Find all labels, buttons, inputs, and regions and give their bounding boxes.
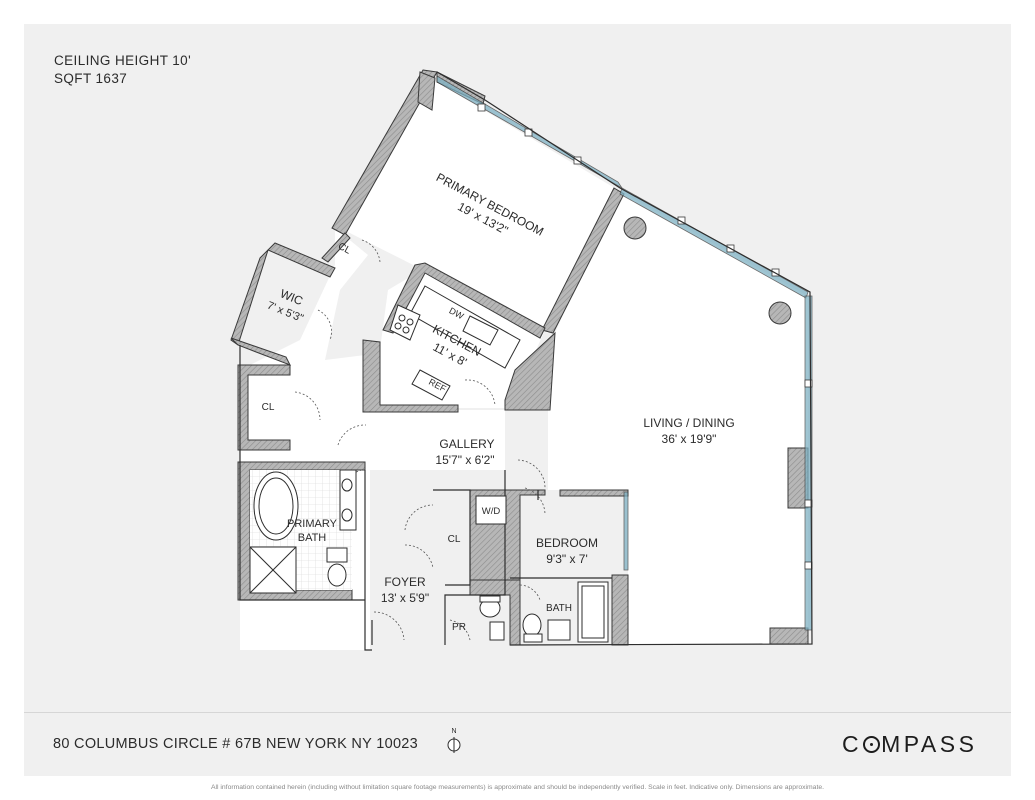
bedroom-label: BEDROOM xyxy=(536,536,598,550)
column-circle xyxy=(623,216,647,240)
square-footage: SQFT 1637 xyxy=(54,71,128,86)
bath-label: BATH xyxy=(546,603,572,614)
primary-bath-label-2: BATH xyxy=(298,532,327,544)
gallery-label: GALLERY xyxy=(439,437,494,451)
brand-logo: C MPASS xyxy=(842,731,977,758)
wd-label: W/D xyxy=(482,506,501,517)
primary-bath-label-1: PRIMARY xyxy=(287,518,338,530)
foyer-dims: 13' x 5'9" xyxy=(381,591,429,605)
north-label: N xyxy=(451,728,456,735)
brand-post: MPASS xyxy=(881,731,978,757)
pr-label: PR xyxy=(452,622,466,633)
ceiling-height: CEILING HEIGHT 10' xyxy=(54,53,192,68)
foyer-label: FOYER xyxy=(384,575,426,589)
bath-fixtures xyxy=(249,469,609,643)
brand-pre: C xyxy=(842,731,863,757)
address: 80 COLUMBUS CIRCLE # 67B NEW YORK NY 100… xyxy=(53,736,419,752)
footer-divider xyxy=(24,712,1011,713)
cl-top-label: CL xyxy=(336,241,353,257)
cl-left-label: CL xyxy=(262,402,275,413)
gallery-dims: 15'7" x 6'2" xyxy=(435,453,494,467)
kitchen-counter xyxy=(389,285,521,401)
north-arrow-icon: N xyxy=(447,728,461,753)
cl-foyer-label: CL xyxy=(448,534,461,545)
bedroom-dims: 9'3" x 7' xyxy=(546,552,588,566)
column-circle xyxy=(768,301,792,325)
brand-o-icon xyxy=(863,736,881,753)
disclaimer: All information contained herein (includ… xyxy=(210,784,825,791)
door-swings xyxy=(294,239,546,641)
living-dims: 36' x 19'9" xyxy=(662,432,717,446)
outlines xyxy=(239,71,813,651)
living-label: LIVING / DINING xyxy=(643,416,734,430)
